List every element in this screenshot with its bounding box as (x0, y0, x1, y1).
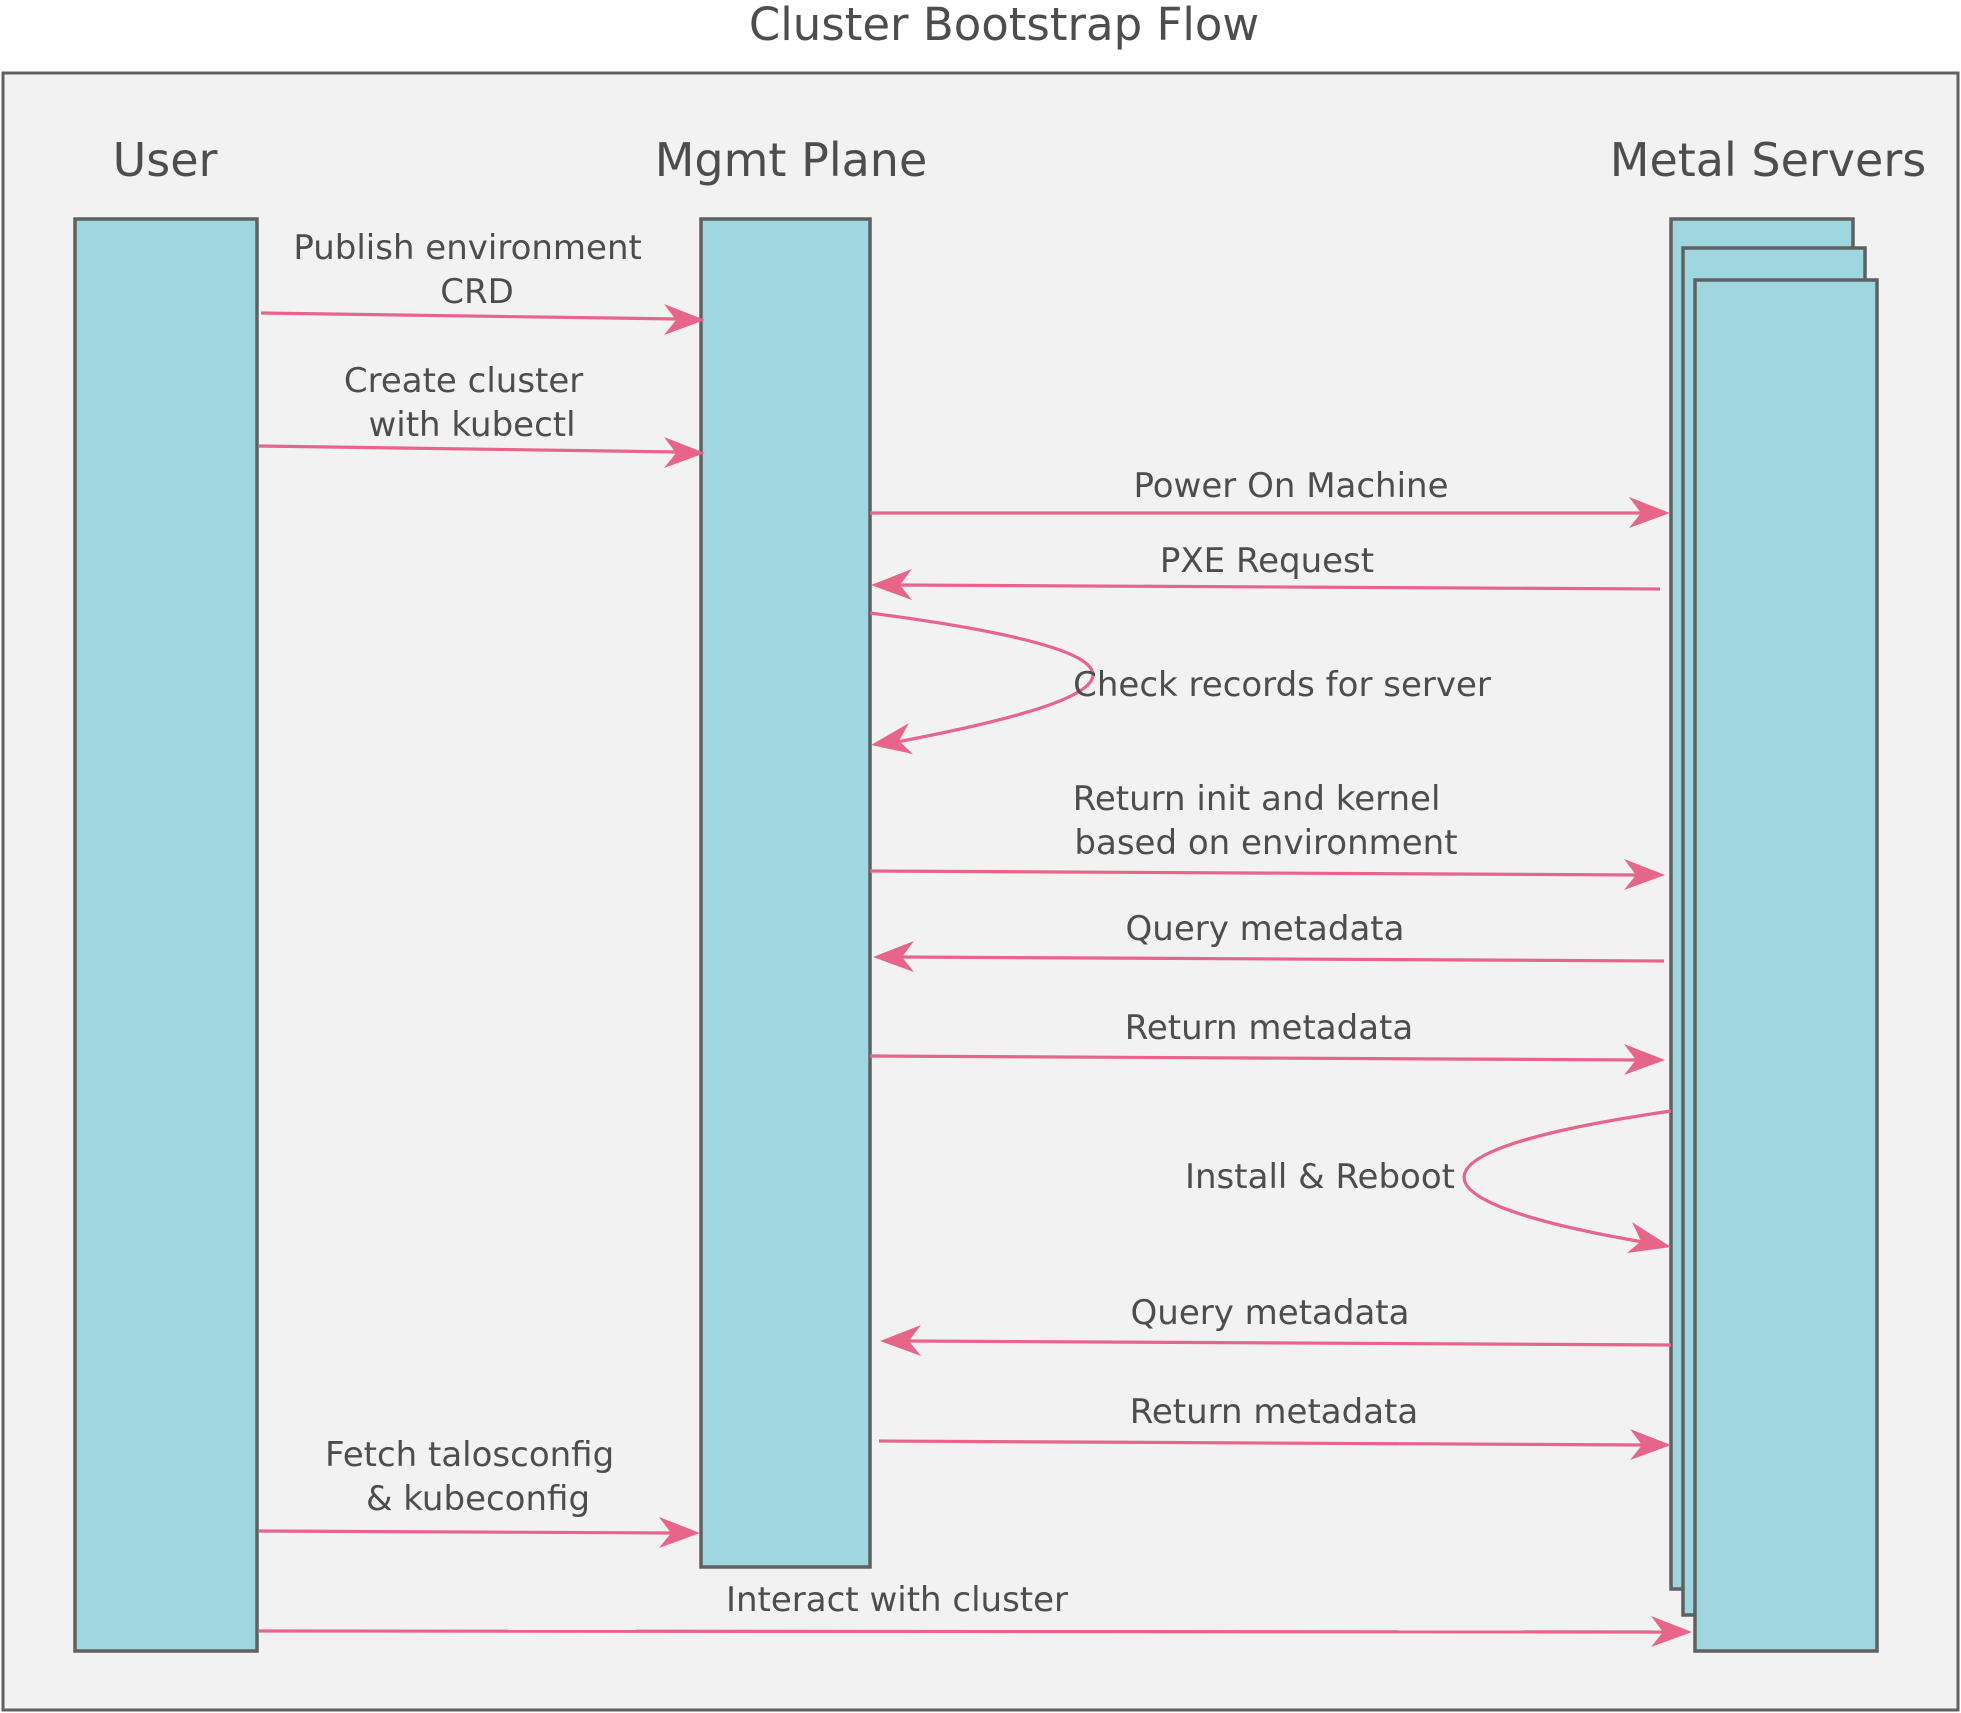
msg-query-metadata-1-arrowhead (873, 941, 914, 972)
msg-power-on: Power On Machine (870, 466, 1670, 528)
msg-pxe-request-arrowhead (871, 569, 912, 600)
msg-return-metadata-2-label: Return metadata (1130, 1392, 1418, 1432)
diagram-frame (1, 71, 1960, 1712)
msg-publish-crd-arrowhead (664, 304, 705, 335)
msg-fetch-config: Fetch talosconfig & kubeconfig (258, 1435, 700, 1548)
mgmt-lifeline (699, 217, 872, 1569)
msg-return-metadata-2-arrow-line (878, 1439, 1645, 1447)
msg-publish-crd-arrow-line (260, 311, 679, 321)
msg-return-metadata-2: Return metadata (878, 1392, 1671, 1460)
msg-install-reboot: Install & Reboot (1185, 1109, 1672, 1253)
msg-create-cluster-arrowhead (664, 437, 705, 468)
msg-install-reboot-loop (1462, 1109, 1672, 1244)
metal-servers-stack (1669, 217, 1879, 1653)
msg-return-metadata-1-arrowhead (1624, 1044, 1665, 1075)
msg-publish-crd: Publish environment CRD (260, 228, 705, 335)
msg-check-records-loop (869, 611, 1095, 744)
msg-return-metadata-1: Return metadata (869, 1008, 1665, 1075)
actor-user-label: User (113, 133, 218, 187)
actor-mgmt-label: Mgmt Plane (655, 133, 928, 187)
msg-return-init-arrow-line (869, 869, 1639, 877)
msg-check-records: Check records for server (869, 611, 1491, 754)
msg-query-metadata-1-arrow-line (899, 955, 1665, 963)
msg-fetch-config-label: Fetch talosconfig & kubeconfig (325, 1435, 625, 1519)
msg-query-metadata-1: Query metadata (873, 909, 1665, 972)
diagram-title: Cluster Bootstrap Flow (749, 0, 1259, 51)
msg-query-metadata-2-arrow-line (906, 1339, 1672, 1347)
msg-interact: Interact with cluster (258, 1580, 1692, 1647)
msg-create-cluster: Create cluster with kubectl (258, 361, 705, 468)
msg-install-reboot-label: Install & Reboot (1185, 1157, 1455, 1197)
msg-query-metadata-1-label: Query metadata (1126, 909, 1405, 949)
user-lifeline (73, 217, 259, 1653)
msg-install-reboot-arrowhead (1627, 1222, 1671, 1253)
msg-return-metadata-2-arrowhead (1630, 1429, 1671, 1460)
msg-return-metadata-1-label: Return metadata (1125, 1008, 1413, 1048)
msg-interact-label: Interact with cluster (726, 1580, 1068, 1620)
msg-return-metadata-1-arrow-line (869, 1054, 1639, 1062)
msg-power-on-label: Power On Machine (1133, 466, 1448, 506)
msg-publish-crd-label: Publish environment CRD (293, 228, 652, 312)
metal-server-front (1693, 278, 1879, 1653)
msg-query-metadata-2: Query metadata (880, 1293, 1672, 1356)
msg-query-metadata-2-label: Query metadata (1131, 1293, 1410, 1333)
msg-create-cluster-arrow-line (258, 444, 679, 454)
msg-fetch-config-arrow-line (258, 1529, 673, 1535)
msg-pxe-request-label: PXE Request (1160, 541, 1374, 581)
msg-power-on-arrowhead (1629, 497, 1670, 528)
msg-pxe-request-arrow-line (897, 583, 1661, 591)
msg-pxe-request: PXE Request (871, 541, 1661, 600)
msg-query-metadata-2-arrowhead (880, 1325, 921, 1356)
msg-check-records-label: Check records for server (1073, 665, 1491, 705)
msg-return-init-label: Return init and kernel based on environm… (1073, 779, 1458, 863)
msg-check-records-arrowhead (871, 723, 913, 754)
msg-fetch-config-arrowhead (659, 1517, 700, 1548)
msg-interact-arrowhead (1651, 1616, 1692, 1647)
msg-create-cluster-label: Create cluster with kubectl (344, 361, 594, 445)
msg-interact-arrow-line (258, 1629, 1666, 1634)
msg-return-init: Return init and kernel based on environm… (869, 779, 1665, 890)
actor-metal-label: Metal Servers (1610, 133, 1926, 187)
msg-return-init-arrowhead (1624, 859, 1665, 890)
